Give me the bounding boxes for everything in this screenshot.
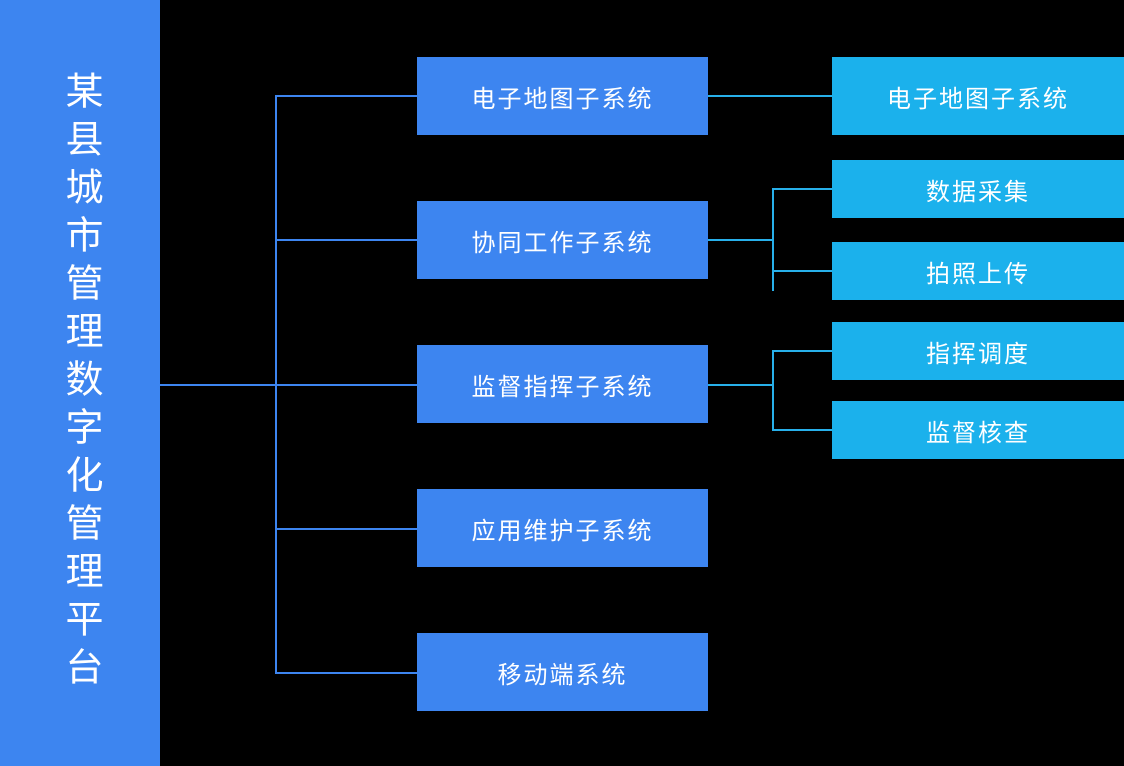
connector-branch-n2: [275, 239, 418, 241]
node-photo-upload[interactable]: 拍照上传: [832, 242, 1124, 300]
node-label: 监督指挥子系统: [471, 373, 654, 401]
node-command-dispatch[interactable]: 指挥调度: [832, 322, 1124, 380]
node-electronic-map-subsystem-child[interactable]: 电子地图子系统: [832, 57, 1124, 135]
connector-n3-stem: [708, 384, 774, 386]
connector-n2-trunk: [772, 188, 774, 291]
node-label: 电子地图子系统: [887, 85, 1069, 113]
node-supervision-command-subsystem[interactable]: 监督指挥子系统: [417, 345, 708, 423]
root-node-label: 某县城市管理数字化管理平台: [59, 71, 101, 695]
connector-n1-to-child: [708, 95, 832, 97]
root-node-platform[interactable]: 某县城市管理数字化管理平台: [0, 0, 160, 766]
connector-branch-n1: [275, 95, 418, 97]
connector-root-stem: [160, 384, 277, 386]
node-application-maintenance-subsystem[interactable]: 应用维护子系统: [417, 489, 708, 567]
node-collaborative-work-subsystem[interactable]: 协同工作子系统: [417, 201, 708, 279]
connector-branch-n4: [275, 528, 418, 530]
node-data-collection[interactable]: 数据采集: [832, 160, 1124, 218]
node-label: 拍照上传: [926, 260, 1030, 288]
connector-n3-to-child1: [772, 350, 832, 352]
node-label: 指挥调度: [926, 340, 1030, 368]
node-label: 应用维护子系统: [471, 517, 654, 545]
connector-n3-trunk: [772, 350, 774, 431]
node-label: 监督核查: [926, 419, 1030, 447]
node-label: 移动端系统: [497, 661, 628, 689]
connector-branch-n5: [275, 672, 418, 674]
node-label: 数据采集: [926, 178, 1030, 206]
node-electronic-map-subsystem[interactable]: 电子地图子系统: [417, 57, 708, 135]
connector-n2-to-child2: [772, 270, 832, 272]
node-mobile-terminal-system[interactable]: 移动端系统: [417, 633, 708, 711]
node-label: 协同工作子系统: [471, 229, 654, 257]
connector-branch-n3: [275, 384, 418, 386]
connector-n3-to-child2: [772, 429, 832, 431]
node-label: 电子地图子系统: [471, 85, 654, 113]
connector-n2-stem: [708, 239, 774, 241]
connector-n2-to-child1: [772, 188, 832, 190]
node-supervision-verification[interactable]: 监督核查: [832, 401, 1124, 459]
